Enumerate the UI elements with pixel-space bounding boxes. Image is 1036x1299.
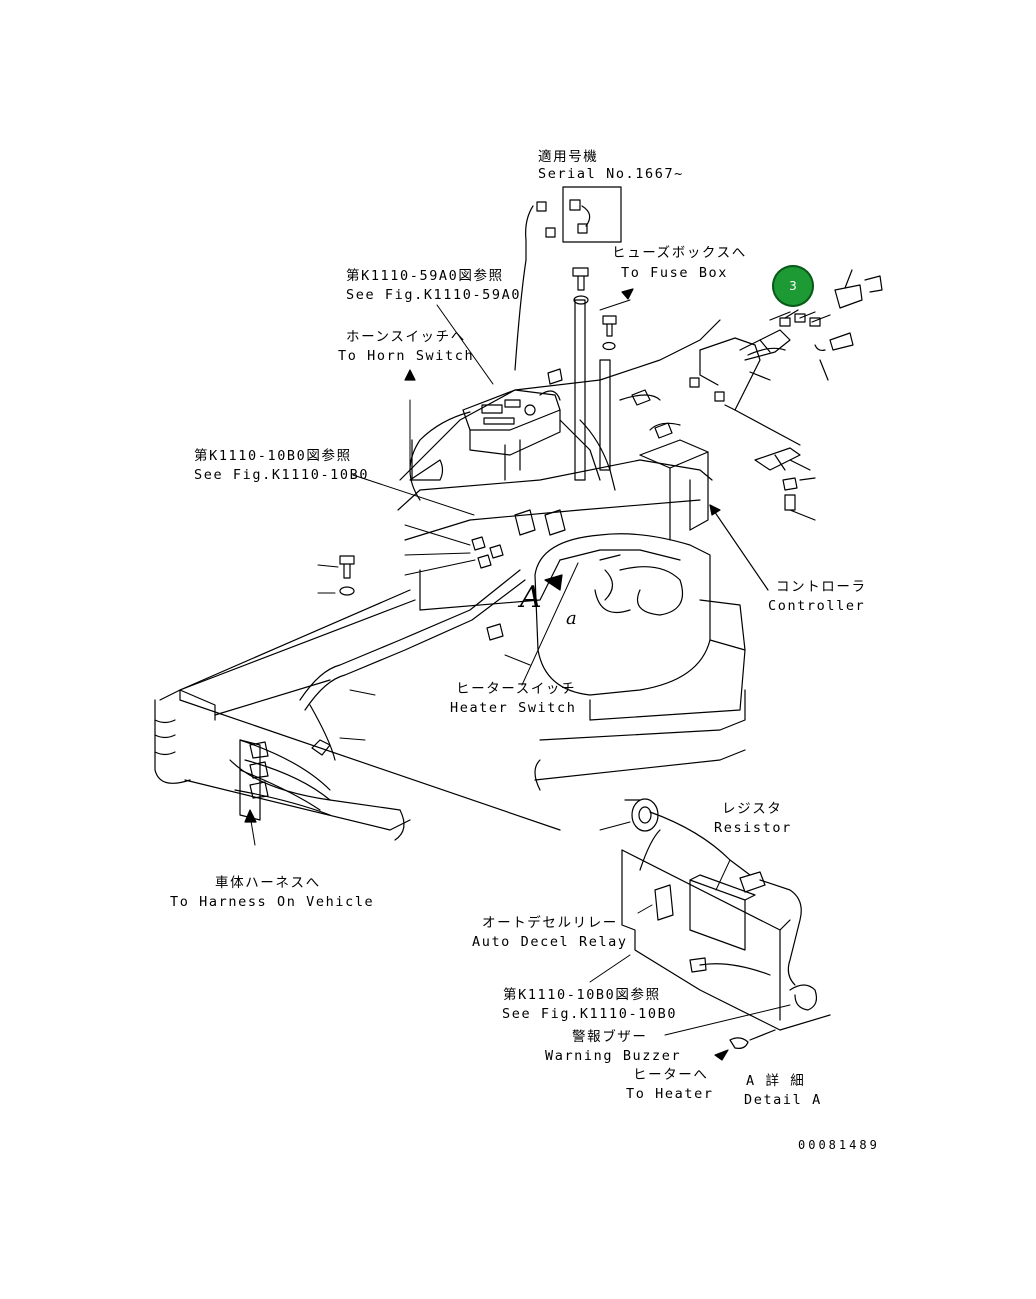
monitor-panel: [409, 389, 561, 481]
heater-switch-en-label: Heater Switch: [450, 700, 577, 716]
fig-10b0-jp-label: 第K1110-10B0図参照: [194, 448, 352, 464]
fig-10b0-detail-en-label: See Fig.K1110-10B0: [502, 1006, 678, 1022]
auto-decel-relay-en-label: Auto Decel Relay: [472, 934, 628, 950]
view-a-small-label: a: [566, 608, 577, 629]
detail-a-en-label: Detail A: [744, 1092, 822, 1108]
view-a-label: A: [520, 580, 542, 615]
resistor-jp-label: レジスタ: [722, 801, 783, 817]
fuse-box-jp-label: ヒューズボックスへ: [612, 245, 747, 261]
controller-box: [639, 439, 769, 591]
harness-bundles: [234, 299, 681, 821]
leader-lines: [249, 299, 791, 1036]
harness-en-label: To Harness On Vehicle: [170, 894, 375, 910]
fasteners: [339, 267, 617, 641]
warning-buzzer-jp-label: 警報ブザー: [572, 1029, 648, 1045]
controller-en-label: Controller: [768, 598, 866, 614]
serial-detail-box: [514, 186, 622, 371]
engine-block: [534, 533, 746, 791]
harness-jp-label: 車体ハーネスへ: [215, 875, 321, 891]
warning-buzzer-en-label: Warning Buzzer: [545, 1048, 682, 1064]
arrows: [244, 288, 729, 1061]
to-heater-jp-label: ヒーターへ: [633, 1067, 709, 1083]
serial-en-label: Serial No.1667~: [538, 166, 684, 182]
drawing-number: 00081489: [798, 1138, 880, 1152]
fig-59a0-en-label: See Fig.K1110-59A0: [346, 287, 522, 303]
to-heater-en-label: To Heater: [626, 1086, 714, 1102]
relay-bracket: [689, 269, 883, 446]
fig-10b0-en-label: See Fig.K1110-10B0: [194, 467, 370, 483]
horn-switch-jp-label: ホーンスイッチへ: [346, 329, 466, 345]
detail-a-jp-label: A 詳 細: [746, 1073, 806, 1089]
fig-10b0-detail-jp-label: 第K1110-10B0図参照: [503, 987, 661, 1003]
fuse-box-en-label: To Fuse Box: [621, 265, 729, 281]
main-frame: [154, 319, 721, 841]
heater-switch-jp-label: ヒータースイッチ: [456, 681, 577, 697]
serial-jp-label: 適用号機: [538, 149, 599, 165]
detail-a-assembly: [621, 798, 831, 1049]
connector-lower-right: [754, 447, 816, 521]
part-number-3-marker[interactable]: 3: [772, 265, 814, 307]
controller-jp-label: コントローラ: [776, 579, 867, 595]
fig-59a0-jp-label: 第K1110-59A0図参照: [346, 268, 504, 284]
horn-switch-en-label: To Horn Switch: [338, 348, 475, 364]
resistor-en-label: Resistor: [714, 820, 792, 836]
auto-decel-relay-jp-label: オートデセルリレー: [482, 915, 618, 931]
